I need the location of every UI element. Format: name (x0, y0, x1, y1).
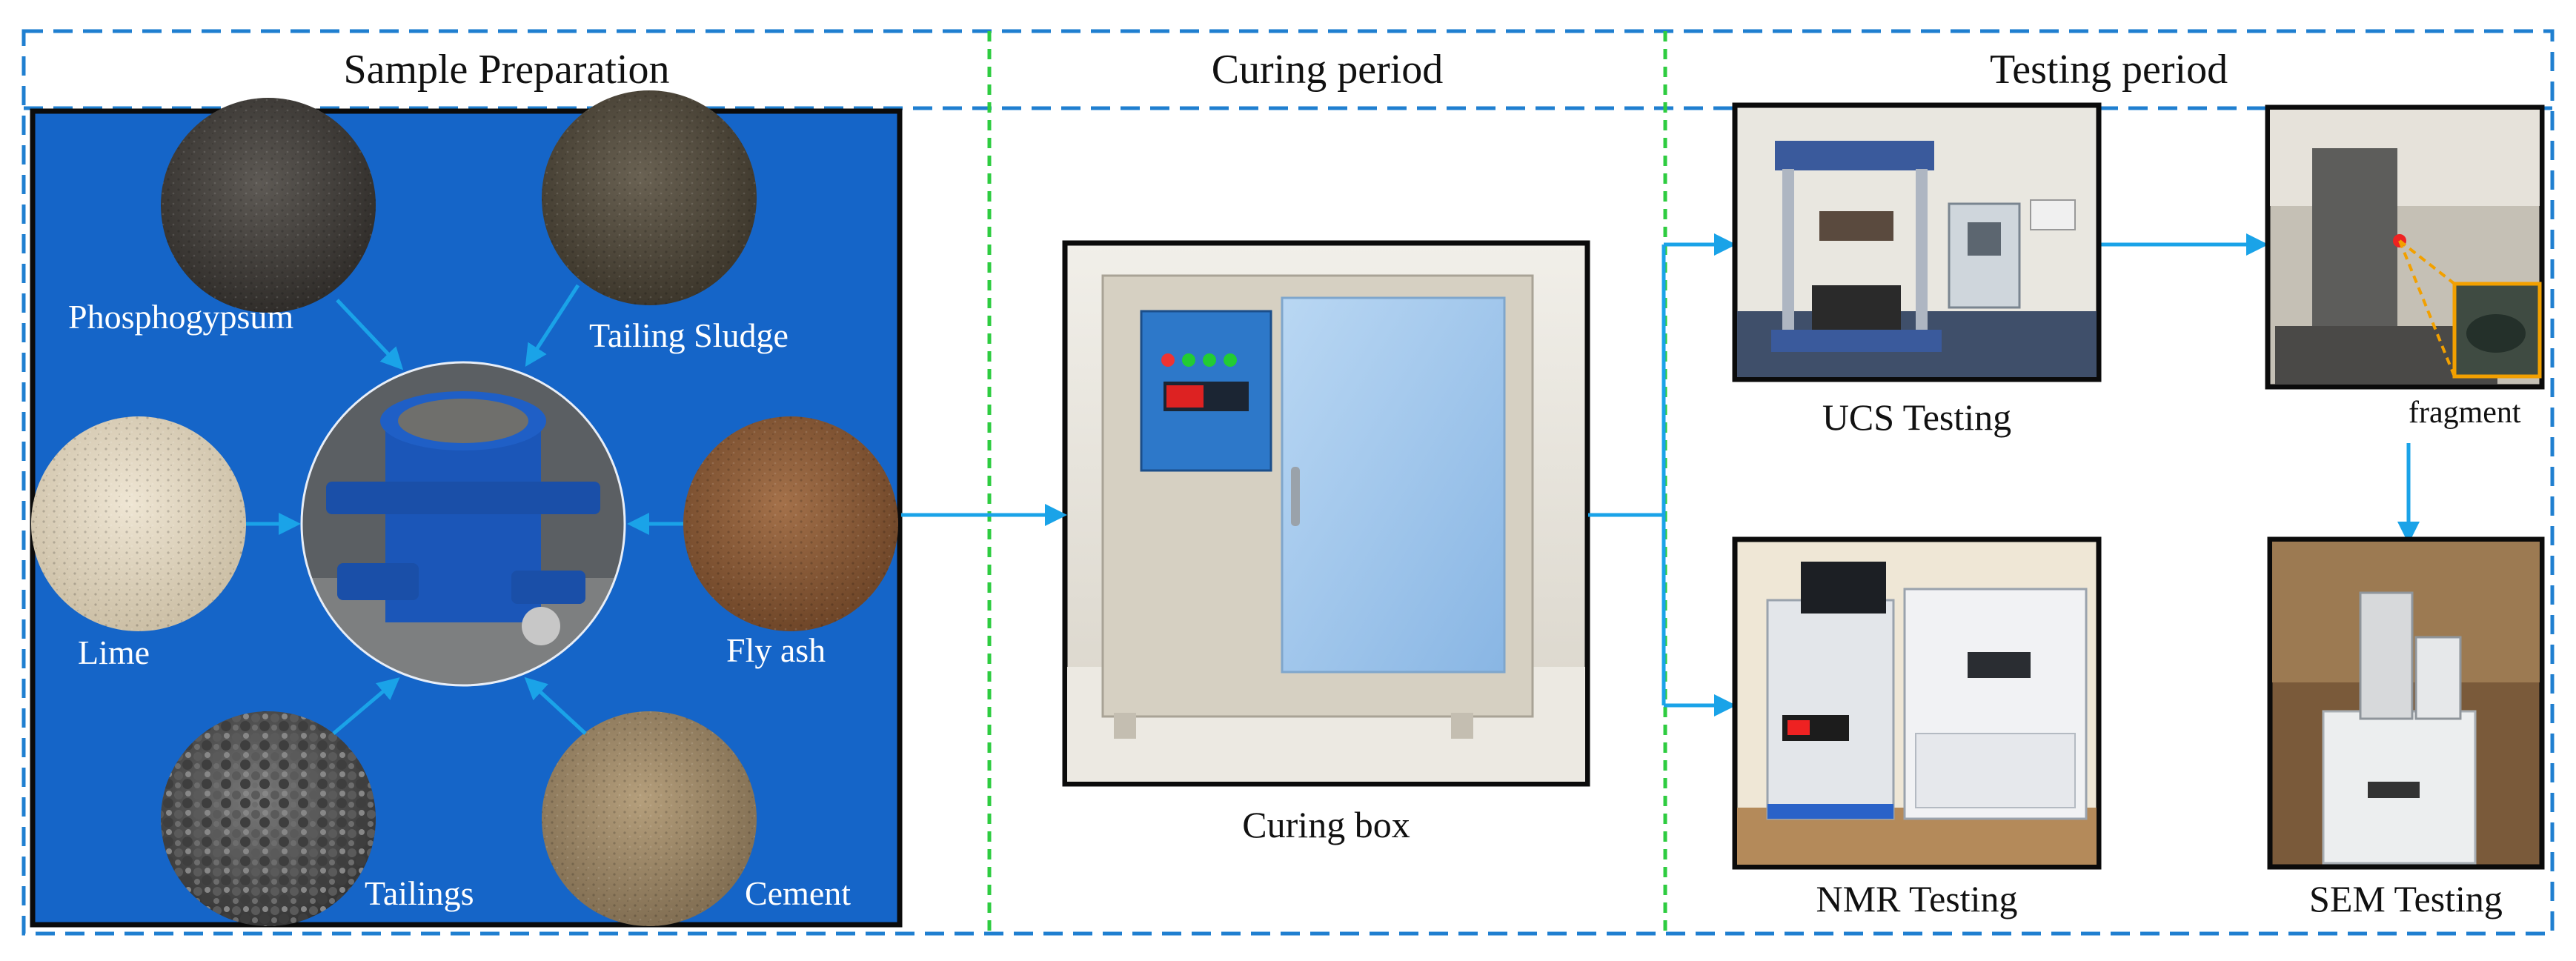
tailing-sludge-photo (542, 90, 757, 305)
ucs-testing-photo (1732, 102, 2102, 382)
label-phosphogypsum: Phosphogypsum (68, 298, 294, 336)
mold-outline (300, 361, 626, 687)
header-sample-preparation: Sample Preparation (343, 47, 670, 93)
label-fly-ash: Fly ash (726, 631, 826, 669)
nmr-testing-photo (1732, 536, 2102, 870)
flow-arrows (901, 233, 2420, 716)
caption-ucs-testing: UCS Testing (1822, 396, 2012, 438)
header-curing-period: Curing period (1211, 47, 1444, 93)
outer-dashed-frame (21, 29, 2555, 936)
sem-testing-photo (2267, 536, 2545, 870)
cement-photo (542, 711, 757, 926)
label-cement: Cement (745, 874, 852, 912)
curing-box-photo (1062, 240, 1590, 787)
phosphogypsum-photo (161, 98, 376, 313)
sample-preparation-panel (30, 90, 903, 928)
fragment-photo (2265, 104, 2545, 390)
header-testing-period: Testing period (1989, 47, 2228, 93)
caption-fragment: fragment (2409, 396, 2521, 430)
material-arrows (246, 284, 683, 735)
label-tailings: Tailings (365, 874, 474, 912)
tailings-photo (161, 711, 376, 926)
caption-nmr-testing: NMR Testing (1816, 878, 2018, 920)
fly-ash-photo (683, 416, 898, 631)
section-frames (21, 29, 2555, 936)
label-lime: Lime (78, 634, 150, 671)
caption-curing-box: Curing box (1242, 804, 1410, 845)
lime-photo (31, 416, 246, 631)
label-tailing-sludge: Tailing Sludge (589, 316, 789, 354)
caption-sem-testing: SEM Testing (2309, 878, 2503, 920)
